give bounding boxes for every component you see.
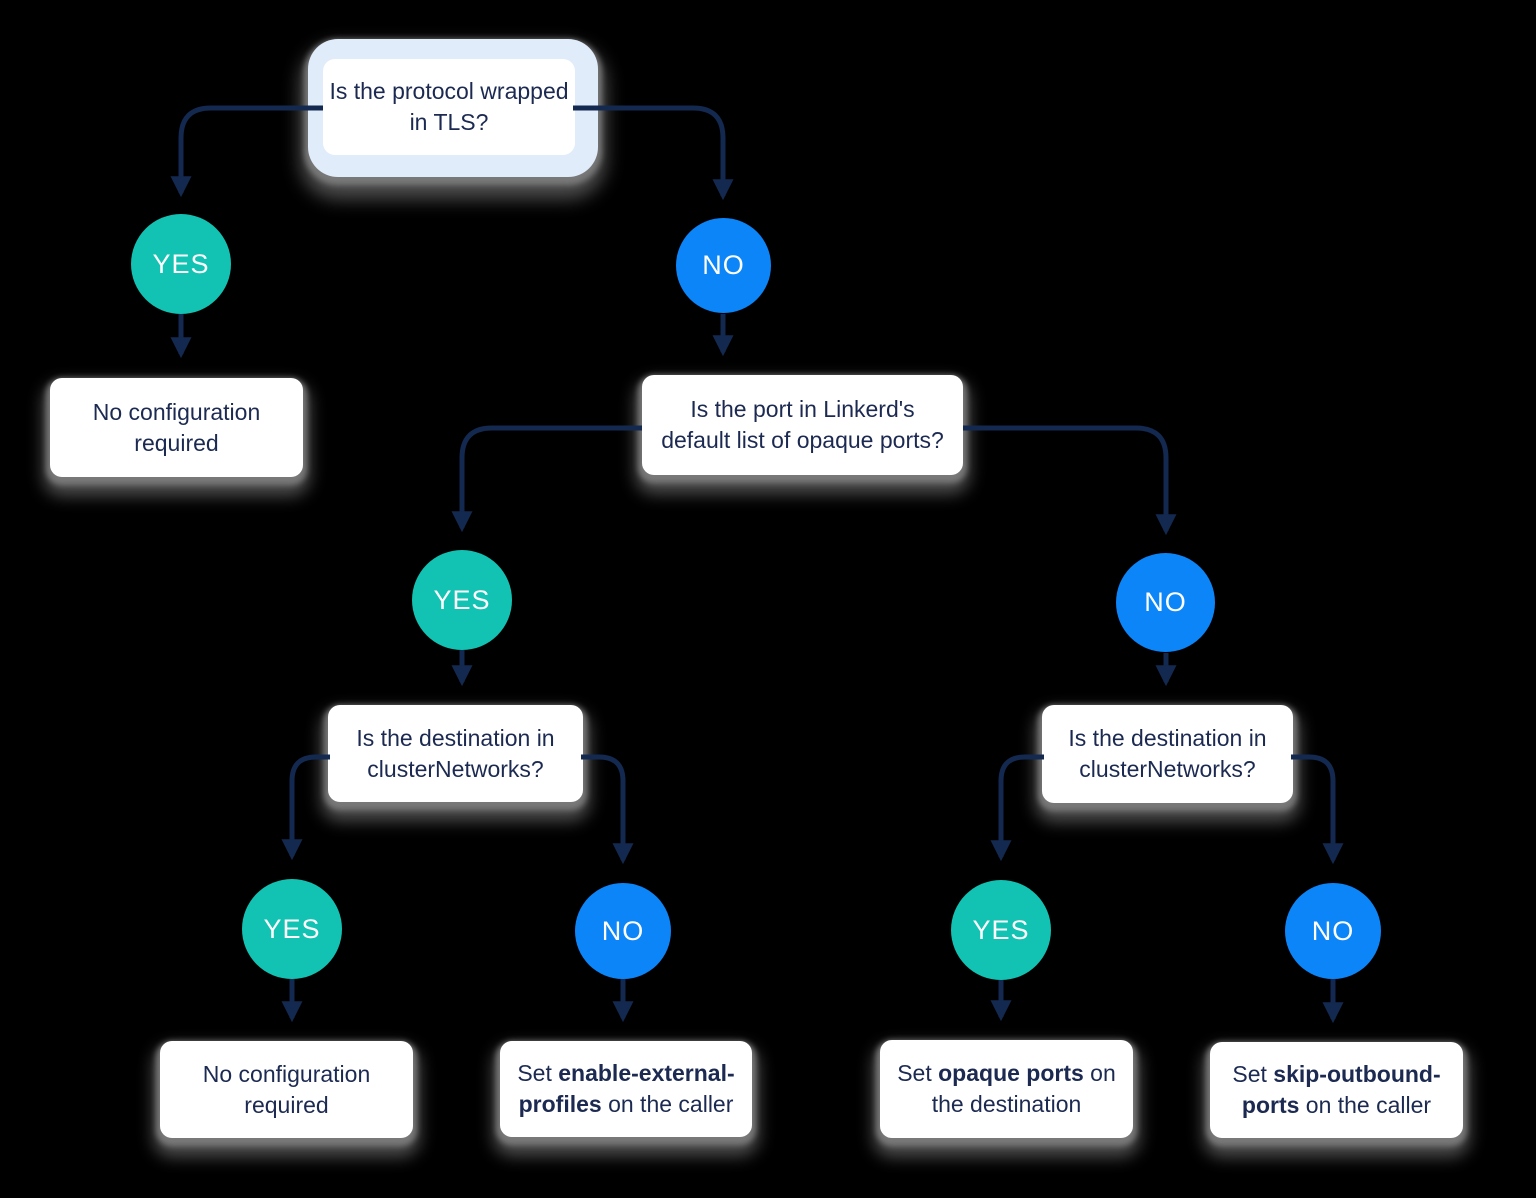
no-label: NO <box>601 915 645 946</box>
yes-label: YES <box>972 914 1030 945</box>
no-label: NO <box>702 250 745 280</box>
enable-external-profiles-label: Set enable-external-profiles on the call… <box>514 1058 738 1120</box>
opaque-ports-question-label: Is the port in Linkerd's default list of… <box>661 396 944 453</box>
enable-external-profiles-box: Set enable-external-profiles on the call… <box>500 1041 752 1137</box>
skip-outbound-ports-box: Set skip-outbound-ports on the caller <box>1210 1042 1463 1138</box>
yes-circle-cluster-left: YES <box>242 879 342 979</box>
connector-cluster-left-to-yes <box>281 754 330 861</box>
action-suffix: on the destination <box>931 1060 1116 1117</box>
connector-cluster-right-to-no <box>1291 754 1344 865</box>
no-configuration-label: No configuration required <box>92 398 261 456</box>
skip-outbound-ports-label: Set skip-outbound-ports on the caller <box>1224 1059 1449 1121</box>
opaque-ports-question-box: Is the port in Linkerd's default list of… <box>642 375 963 475</box>
root-question-highlight: Is the protocol wrapped in TLS? <box>308 39 598 177</box>
no-configuration-box-bottom: No configuration required <box>160 1041 413 1138</box>
connector-opaque-to-no <box>963 425 1177 536</box>
no-circle-tls: NO <box>676 218 771 313</box>
cluster-networks-question-label: Is the destination in clusterNetworks? <box>1068 725 1267 782</box>
yes-label: YES <box>152 248 210 279</box>
action-flag: enable-external-profiles <box>518 1060 735 1117</box>
action-prefix: Set <box>897 1060 939 1086</box>
no-circle-cluster-left: NO <box>575 883 671 979</box>
action-suffix: on the caller <box>601 1091 734 1117</box>
yes-label: YES <box>263 913 321 944</box>
no-configuration-label: No configuration required <box>202 1060 371 1118</box>
no-label: NO <box>1144 587 1187 617</box>
connector-opaque-to-yes <box>451 425 642 533</box>
no-label: NO <box>1311 915 1355 946</box>
cluster-networks-question-label: Is the destination in clusterNetworks? <box>356 724 555 782</box>
no-configuration-box-left: No configuration required <box>50 378 303 477</box>
action-suffix: on the caller <box>1299 1092 1432 1118</box>
yes-circle-opaque: YES <box>412 550 512 650</box>
connector-cluster-right-to-yes <box>990 754 1044 862</box>
action-prefix: Set <box>517 1060 559 1086</box>
yes-circle-cluster-right: YES <box>951 880 1051 980</box>
connector-cluster-left-to-no <box>581 754 634 865</box>
action-flag: skip-outbound-ports <box>1241 1061 1441 1118</box>
yes-label: YES <box>433 584 491 615</box>
opaque-ports-action-label: Set opaque ports on the destination <box>894 1058 1119 1120</box>
connector-root-to-yes <box>170 105 323 198</box>
no-circle-opaque: NO <box>1116 553 1215 652</box>
cluster-networks-question-box-right: Is the destination in clusterNetworks? <box>1042 705 1293 803</box>
opaque-ports-action-box: Set opaque ports on the destination <box>880 1040 1133 1138</box>
root-question-box: Is the protocol wrapped in TLS? <box>323 59 575 155</box>
action-flag: opaque ports <box>938 1060 1084 1086</box>
cluster-networks-question-box-left: Is the destination in clusterNetworks? <box>328 705 583 802</box>
no-circle-cluster-right: NO <box>1285 883 1381 979</box>
root-question-label: Is the protocol wrapped in TLS? <box>329 78 569 135</box>
action-prefix: Set <box>1232 1061 1274 1087</box>
yes-circle-tls: YES <box>131 214 231 314</box>
